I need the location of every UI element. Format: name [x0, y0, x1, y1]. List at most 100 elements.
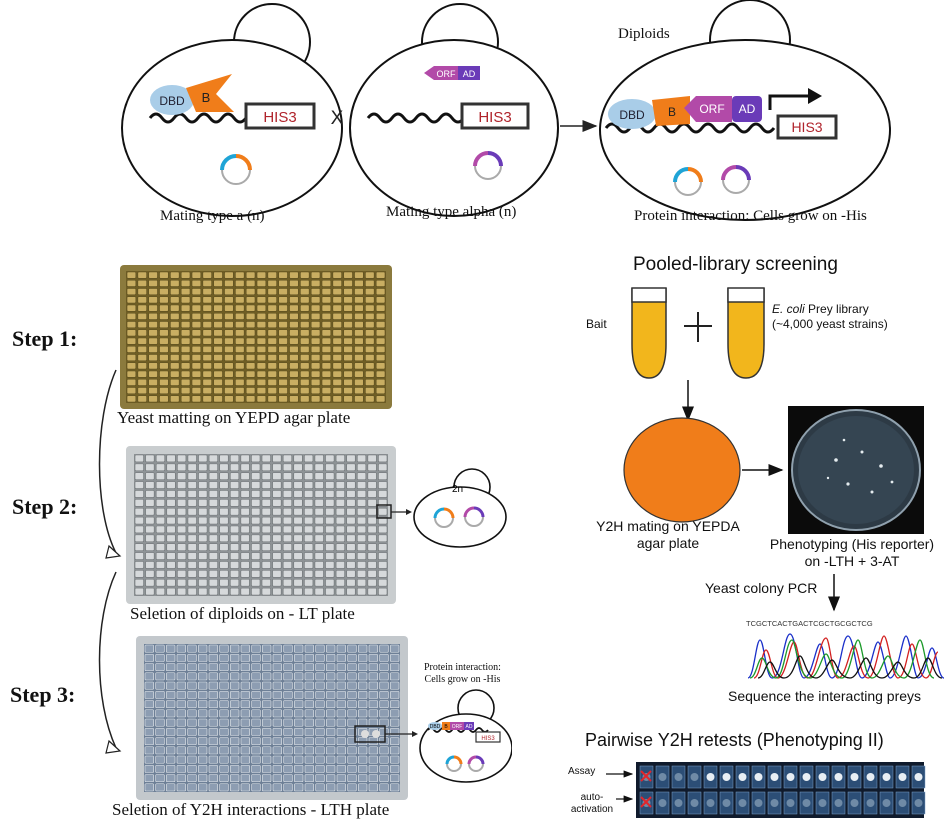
plate-colony [187, 672, 197, 681]
plate-colony [310, 354, 321, 362]
plate-colony [335, 552, 345, 560]
plate-colony [213, 362, 223, 370]
plate-colony [126, 387, 137, 395]
plate-colony [261, 578, 271, 587]
pooled-library-title: Pooled-library screening [633, 254, 838, 275]
plate-colony [262, 783, 272, 792]
plate-colony [368, 700, 378, 709]
plate-colony [390, 755, 400, 764]
plate-colony [347, 690, 357, 699]
plate-colony [245, 288, 256, 296]
plate-colony [289, 378, 299, 386]
plate-colony [321, 370, 332, 378]
plate-colony [240, 490, 250, 498]
plate-colony [187, 525, 197, 534]
plate-colony [282, 454, 293, 463]
plate-colony [283, 681, 293, 690]
plate-colony [347, 764, 357, 773]
plate-colony [343, 354, 353, 362]
plate-colony [294, 681, 304, 690]
plate-colony [166, 472, 176, 480]
plate-colony [213, 387, 223, 395]
plate-colony [235, 296, 245, 304]
retest-spot [738, 799, 747, 807]
plate-colony [240, 472, 250, 480]
plate-colony [314, 481, 324, 489]
plate-colony [144, 774, 154, 783]
plate-colony [213, 370, 223, 378]
plate-colony [166, 700, 176, 709]
plate-colony [375, 362, 386, 370]
plate-colony [314, 543, 324, 551]
plate-colony [145, 481, 155, 489]
plate-colony [245, 329, 256, 337]
plate-colony [343, 279, 353, 287]
plate-colony [219, 644, 229, 653]
plate-colony [272, 481, 282, 489]
plate-colony [256, 337, 267, 345]
plate-colony [325, 525, 335, 534]
plate-colony [159, 337, 169, 345]
plate-colony [245, 279, 256, 287]
plate-colony [145, 454, 155, 463]
plate-colony [304, 755, 314, 764]
plate-colony [251, 774, 261, 783]
plate-colony [251, 690, 261, 699]
plate-colony [261, 454, 271, 463]
plate-colony [262, 764, 272, 773]
plate-colony [230, 690, 240, 699]
plate-colony [144, 644, 154, 653]
plate-colony [278, 337, 288, 345]
plate-colony [356, 499, 367, 507]
plate-colony [294, 709, 304, 718]
plate-colony [159, 279, 169, 287]
plate-colony [304, 690, 314, 699]
plate-colony [325, 481, 335, 489]
plate-colony [347, 783, 357, 792]
plate-colony [358, 681, 368, 690]
plate-colony [336, 727, 346, 736]
plate-colony [137, 362, 147, 370]
plate-colony [304, 570, 314, 578]
plate-colony [293, 463, 303, 472]
plate-colony [251, 516, 261, 525]
plate-colony [261, 516, 271, 525]
plate-colony [240, 764, 250, 773]
plate-colony [304, 561, 314, 569]
plasmid-pair-icon [445, 755, 485, 772]
red-x-mark [640, 770, 652, 782]
red-x-mark [640, 796, 652, 808]
retest-spot [690, 773, 699, 781]
plate-colony [346, 463, 356, 472]
plate-colony [145, 490, 155, 498]
plate-colony [180, 370, 191, 378]
plate-colony [187, 499, 197, 507]
plate-colony [134, 578, 144, 587]
plate-colony [191, 345, 202, 353]
plate-colony [208, 774, 218, 783]
plate-colony [293, 525, 303, 534]
plate-colony [365, 321, 375, 329]
plate-colony [219, 516, 229, 525]
plate-colony [379, 783, 389, 792]
plate-colony [148, 329, 158, 337]
plate-colony [159, 321, 169, 329]
plate-colony [256, 279, 267, 287]
orf-domain [424, 66, 458, 80]
plate-colony [390, 737, 400, 746]
plate-colony [202, 271, 212, 279]
plate-colony [356, 525, 367, 534]
plate-colony [282, 525, 293, 534]
plate-colony [278, 345, 288, 353]
plate-colony [240, 578, 250, 587]
plate-colony [378, 472, 388, 480]
plate-colony [177, 454, 187, 463]
plate-colony [170, 354, 180, 362]
plate-colony [300, 329, 310, 337]
plate-colony [343, 321, 353, 329]
plate-colony [251, 472, 261, 480]
plate-colony [198, 534, 208, 543]
plate-colony [126, 304, 137, 312]
plate-colony [134, 561, 144, 569]
plate-colony [267, 395, 277, 403]
